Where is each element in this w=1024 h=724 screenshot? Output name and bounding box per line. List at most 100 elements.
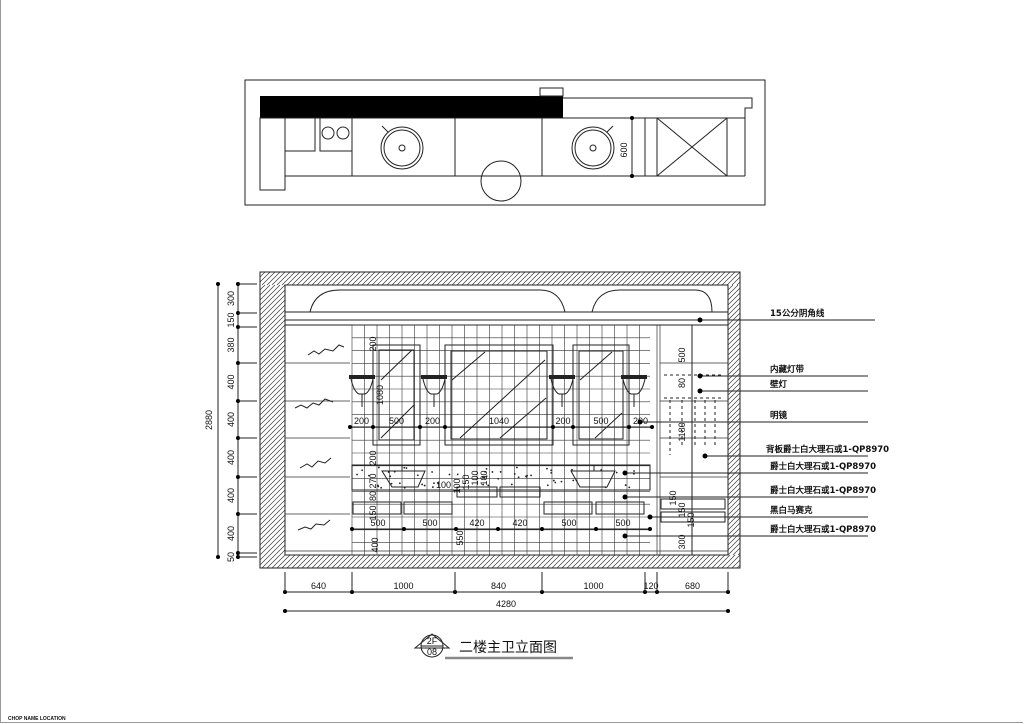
dimension-label: 150 [368,505,378,520]
wall-hatch [259,271,741,569]
drawing-title: 二楼主卫立面图 [459,640,557,656]
dimension-label: 150 [686,512,696,527]
dimension-label: 500 [593,416,608,426]
leader-dot [697,317,703,323]
leader-dot [702,453,708,459]
dimension-label: 500 [561,518,576,528]
dimension-label: 4280 [496,599,516,609]
dim-tick [726,609,730,613]
dimension-label: 500 [422,518,437,528]
dimension-label: 300 [677,534,687,549]
dim-tick [350,527,354,531]
dim-tick [648,527,652,531]
dimension-label: 100 [452,478,462,493]
dimension-label: 150 [226,312,236,327]
leader-dot [647,514,653,520]
dimension-label: 500 [615,518,630,528]
material-annotation: 爵士白大理石或1-QP8970 [770,461,876,472]
dimension-label: 500 [677,347,687,362]
elevation-view: 2005002001040200500200 50050042042050050… [259,271,741,569]
dim-tick [371,425,375,429]
dim-tick [216,555,220,559]
material-annotation: 黑白马赛克 [770,505,813,516]
dim-tick [283,609,287,613]
leader-dot [697,388,703,394]
plan-sink-left [380,125,424,170]
dimension-label: 400 [226,488,236,503]
dimension-label: 300 [226,291,236,306]
dimension-label: 400 [370,537,380,552]
dimension-label: 640 [311,581,326,591]
soffit-arch-left [309,289,566,313]
plan-depth-dim: 600 [619,142,629,157]
plan-wall-black [260,96,563,118]
dim-tick [540,527,544,531]
dimension-label: 380 [226,337,236,352]
dim-tick [443,425,447,429]
dimension-label: 400 [226,374,236,389]
dimension-label: 100 [479,470,489,485]
footer-stamp: CHOP NAME LOCATION [8,716,66,722]
dimension-label: 270 [368,473,378,488]
leader-dot [622,494,628,500]
material-annotation: 明镜 [770,410,788,421]
dimension-label: 500 [370,518,385,528]
mirror-center [444,344,554,446]
dimension-label: 150 [677,502,687,517]
wall-sconce-icon [421,375,447,407]
dimension-label: 150 [461,474,471,489]
dim-tick [551,425,555,429]
dimension-label: 550 [455,530,465,545]
dim-tick [627,425,631,429]
dim-100: 100 [436,480,451,490]
vanity-drawers [352,486,645,515]
plan-sink-right [571,125,615,170]
leader-dot [622,533,628,539]
dimension-label: 500 [389,416,404,426]
dim-tick [594,527,598,531]
dim-tick [454,527,458,531]
material-annotation: 爵士白大理石或1-QP8970 [770,524,876,535]
shelf-1 [660,498,726,510]
dimension-label: 400 [226,450,236,465]
material-annotation: 爵士白大理石或1-QP8970 [770,485,876,496]
dimension-label: 80 [368,491,378,501]
dimension-label: 50 [226,552,236,562]
mirror-right [572,344,630,446]
mirror-height-dim: 1080 [375,385,385,405]
material-annotation: 背板爵士白大理石或1-QP8970 [766,444,889,455]
dimension-label: 120 [643,581,658,591]
dimension-label: 200 [425,416,440,426]
dimension-label: 80 [677,378,687,388]
dimension-label: 100 [470,470,480,485]
title-block: 2F 08 二楼主卫立面图 [413,633,573,660]
dimension-label: 200 [555,416,570,426]
basin-left [381,470,426,488]
wall-sconce-icon [349,375,375,407]
mirror-left [372,344,421,446]
leader-dot [637,419,643,425]
leader-dot [697,373,703,379]
dimension-label: 1040 [489,416,509,426]
plan-toilet [480,160,522,202]
basin-right [570,470,616,488]
towel-rack-hidden [664,374,722,455]
plan-shower [656,117,728,177]
floor-code: 2F [427,636,438,646]
dimension-label: 420 [512,518,527,528]
dim-tick [216,282,220,286]
dim-tick [402,527,406,531]
dimension-label: 840 [491,581,506,591]
dimension-label: 1180 [677,422,687,441]
dim-tick [650,425,654,429]
wall-sconce-icon [549,375,575,407]
material-annotation: 内藏灯带 [770,364,805,375]
material-annotations: 15公分阴角线内藏灯带壁灯明镜背板爵士白大理石或1-QP8970爵士白大理石或1… [622,308,889,539]
dimension-label: 1000 [393,581,413,591]
material-annotation: 壁灯 [770,379,788,390]
dimension-label: 200 [368,450,378,465]
